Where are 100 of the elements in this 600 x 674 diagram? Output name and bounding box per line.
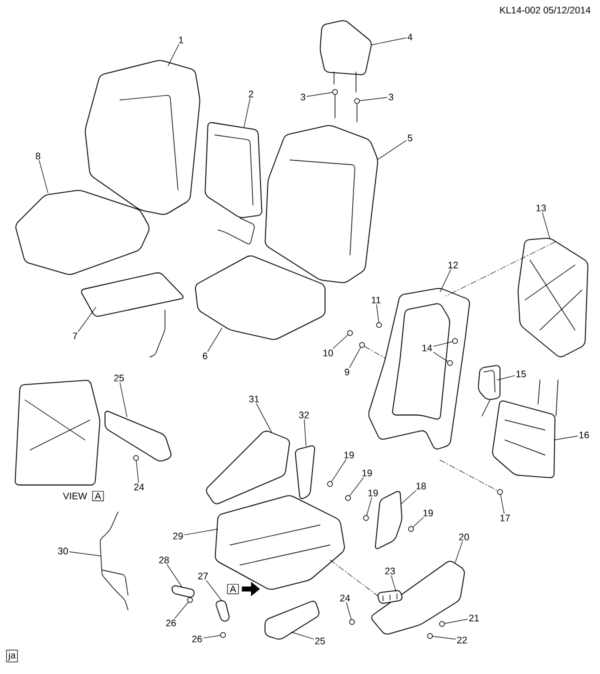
label-text: VIEW: [62, 492, 88, 500]
callout-number: 18: [416, 482, 426, 490]
callout-number: 23: [385, 568, 395, 574]
leader-line: [78, 306, 96, 332]
callout-number: 25: [114, 374, 124, 382]
leader-line: [304, 419, 306, 446]
seat-part-drawing: [264, 125, 378, 284]
seat-part-drawing: [195, 256, 326, 340]
leader-line: [244, 98, 250, 128]
leader-line: [207, 328, 222, 352]
callout-number: 32: [299, 412, 309, 418]
fastener-drawing: [349, 619, 355, 625]
callout-number: 24: [134, 484, 144, 490]
callout-number: 3: [300, 94, 306, 100]
leader-line: [306, 92, 332, 97]
fastener-drawing: [347, 330, 353, 336]
leader-line: [376, 140, 406, 160]
callout-number: 31: [249, 396, 259, 402]
fastener-drawing: [133, 455, 139, 461]
callout-number: 19: [368, 490, 378, 496]
fastener-drawing: [363, 515, 369, 521]
callout-number: 26: [166, 620, 176, 626]
callout-number: 29: [173, 532, 183, 540]
seat-part-drawing: [100, 512, 128, 610]
leader-line: [496, 375, 515, 380]
leader-line: [136, 460, 139, 483]
seat-part-drawing: [371, 560, 465, 635]
leader-line: [542, 212, 550, 240]
leader-line: [38, 160, 48, 194]
callout-number: 25: [315, 638, 325, 644]
leader-line: [69, 552, 102, 556]
callout-number: 8: [36, 152, 40, 160]
seat-part-drawing: [478, 365, 500, 416]
callout-number: 30: [58, 548, 68, 554]
seat-part-drawing: [368, 288, 470, 450]
assembly-line: [364, 346, 386, 358]
leader-line: [391, 575, 396, 592]
leader-line: [203, 635, 220, 638]
callout-number: 10: [323, 350, 333, 356]
callout-number: 19: [344, 452, 354, 458]
seat-part-drawing: [84, 60, 200, 215]
leader-line: [184, 528, 218, 536]
callout-number: 13: [536, 204, 546, 212]
fastener-drawing: [187, 597, 193, 603]
callout-number: 21: [469, 614, 479, 622]
leader-line: [168, 44, 180, 66]
seat-part-drawing: [104, 410, 172, 462]
leader-line: [206, 580, 222, 602]
fastener-drawing: [327, 481, 333, 487]
leader-line: [290, 632, 314, 640]
fastener-drawing: [354, 98, 360, 122]
callout-number: 16: [579, 432, 589, 438]
callout-number: 28: [159, 556, 169, 564]
leader-line: [370, 37, 406, 46]
callout-number: 19: [423, 510, 433, 516]
view-letter-box: A: [227, 584, 239, 594]
fastener-drawing: [497, 489, 503, 495]
seat-part-drawing: [377, 590, 402, 604]
leader-line: [444, 618, 468, 624]
callout-number: 17: [500, 514, 510, 522]
fastener-drawing: [427, 633, 433, 639]
callout-number: 12: [448, 262, 458, 268]
leader-line: [454, 541, 463, 564]
callout-number: 15: [516, 370, 526, 378]
fastener-drawing: [408, 526, 414, 532]
fastener-drawing: [359, 342, 365, 348]
callout-number: 3: [388, 94, 394, 100]
seat-part-drawing: [206, 430, 290, 504]
callout-number: 11: [372, 296, 380, 304]
leader-line: [500, 494, 504, 514]
fastener-drawing: [220, 632, 226, 638]
seat-part-drawing: [518, 238, 588, 358]
leader-line: [360, 97, 388, 101]
fastener-drawing: [332, 89, 338, 118]
callout-number: 4: [408, 34, 412, 40]
leader-line: [400, 490, 416, 504]
leader-line: [332, 334, 348, 349]
view-letter-box: ja: [6, 650, 18, 662]
seat-part-drawing: [204, 122, 262, 244]
seat-part-drawing: [81, 272, 184, 358]
leader-line: [432, 636, 456, 640]
leader-line: [331, 459, 346, 482]
leader-line: [412, 517, 424, 528]
assembly-line: [330, 560, 378, 596]
callout-number: 26: [192, 636, 202, 642]
seat-part-drawing: [320, 20, 372, 92]
seat-part-drawing: [492, 380, 558, 478]
callout-number: 20: [459, 534, 469, 540]
callout-number: 2: [248, 90, 254, 98]
fastener-drawing: [345, 495, 351, 501]
seat-part-drawing: [216, 600, 230, 622]
callout-number: 6: [202, 352, 208, 360]
leader-line: [256, 403, 272, 434]
fastener-drawing: [376, 322, 382, 328]
seat-part-drawing: [294, 445, 316, 500]
leader-line: [440, 269, 452, 292]
seat-part-drawing: [15, 190, 150, 275]
view-letter-box: A: [92, 490, 104, 502]
callout-number: 5: [408, 134, 412, 142]
leader-line: [349, 477, 364, 496]
